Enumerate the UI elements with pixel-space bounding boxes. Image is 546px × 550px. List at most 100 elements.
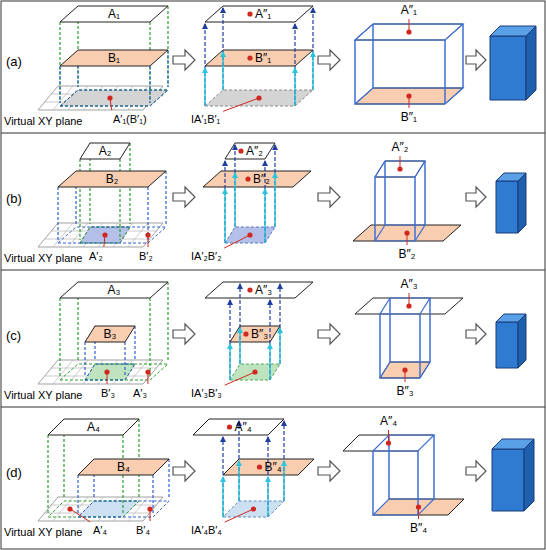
projection-label: B′₄ <box>135 523 151 537</box>
plane-label: A₃ <box>108 283 121 297</box>
intersection-plane <box>230 364 280 380</box>
box-edge <box>424 161 426 225</box>
step-arrow <box>318 50 340 70</box>
restored-plane <box>223 459 314 475</box>
box-edge <box>419 314 421 378</box>
projection-outline <box>85 364 135 380</box>
restored-plane <box>205 6 313 22</box>
step-arrow <box>466 324 486 344</box>
lift-arrow <box>222 52 223 90</box>
plane-label: A″₄ <box>235 420 252 434</box>
projection-line <box>84 342 85 377</box>
lift-arrow <box>274 173 275 227</box>
plane-label: A″₂ <box>246 144 263 158</box>
plane-outline <box>60 282 168 298</box>
lift-arrow <box>229 344 230 380</box>
step-arrow <box>466 461 486 481</box>
intersection-label: IA′₂B′₂ <box>190 249 222 263</box>
plane-label: B″₂ <box>253 172 270 186</box>
plane-label: B₂ <box>106 172 119 186</box>
box-label: B″₃ <box>395 384 414 398</box>
step-arrow <box>318 461 340 481</box>
lift-arrow <box>279 284 280 364</box>
box-edge <box>414 177 416 241</box>
projection-line <box>57 187 58 240</box>
box-edge <box>372 451 374 515</box>
cuboid-face <box>492 449 524 511</box>
cuboid-face <box>526 26 536 100</box>
leader-line <box>225 509 254 522</box>
projection-line <box>167 282 168 361</box>
callout-dot <box>406 93 411 98</box>
lift-arrow <box>269 300 270 380</box>
restored-plane <box>205 282 313 298</box>
lift-arrow <box>224 189 225 243</box>
box-edge <box>433 435 435 499</box>
cuboid-face <box>496 181 518 233</box>
lift-arrow <box>204 24 205 106</box>
projection-outline <box>60 90 168 106</box>
plane-outline <box>60 6 168 22</box>
leader-line <box>223 98 259 111</box>
projection-line <box>59 66 60 103</box>
cuboid-face <box>518 314 526 368</box>
step-arrow <box>173 461 195 481</box>
lift-arrow <box>234 173 235 227</box>
box-edge <box>389 298 391 362</box>
lift-arrow <box>283 421 284 501</box>
lift-arrow <box>274 145 275 227</box>
row-divider <box>1 270 545 271</box>
callout-dot <box>404 230 409 235</box>
callout-dot <box>147 506 152 511</box>
projection-outline <box>60 90 168 106</box>
lift-arrow <box>238 461 239 501</box>
step-arrow <box>318 324 340 344</box>
projection-line <box>147 187 148 240</box>
intersection-plane <box>205 90 313 106</box>
restored-plane <box>230 326 280 342</box>
box-edge <box>429 298 431 362</box>
step-arrow <box>318 187 340 207</box>
projection-outline <box>58 227 166 243</box>
plane-label: B″₃ <box>251 327 268 341</box>
plane-label: B₁ <box>108 51 120 65</box>
projection-line <box>149 298 150 377</box>
projection-line <box>77 475 78 514</box>
projection-line <box>165 171 166 224</box>
box-edge <box>444 40 446 104</box>
box-label: B″₁ <box>400 110 418 124</box>
cuboid-face <box>524 439 534 511</box>
plane-outline <box>85 326 135 342</box>
restored-plane <box>205 50 313 66</box>
lift-arrow <box>239 328 240 364</box>
projection-overlap <box>85 364 135 380</box>
callout-dot <box>245 176 250 181</box>
lift-arrow <box>229 300 230 380</box>
plane-node: B₁ <box>60 50 168 66</box>
box-edge <box>372 24 374 88</box>
plane-label: A″₃ <box>255 283 272 297</box>
restored-plane <box>193 419 284 435</box>
lift-arrow <box>239 284 240 364</box>
plane-label: B₃ <box>104 327 117 341</box>
plane-outline <box>80 143 130 159</box>
plane-label: B″₁ <box>255 51 271 65</box>
leader-line <box>224 235 250 248</box>
box-edge <box>354 40 356 104</box>
projection-line <box>134 326 135 361</box>
lift-arrow <box>222 477 223 517</box>
plane-label: B″₄ <box>265 460 282 474</box>
plane-node: A₄ <box>48 419 139 435</box>
intersection-plane <box>225 227 275 243</box>
plane-label: A″₁ <box>255 7 271 21</box>
box-edge <box>373 435 434 451</box>
step-arrow <box>173 324 195 344</box>
plane-node: A₃ <box>60 282 168 298</box>
plane-node: A₂ <box>80 143 130 159</box>
plane-outline <box>78 459 169 475</box>
lift-arrow <box>267 477 268 517</box>
projection-overlap <box>78 501 139 517</box>
box-label: B″₂ <box>398 247 417 261</box>
projection-line <box>149 66 150 103</box>
